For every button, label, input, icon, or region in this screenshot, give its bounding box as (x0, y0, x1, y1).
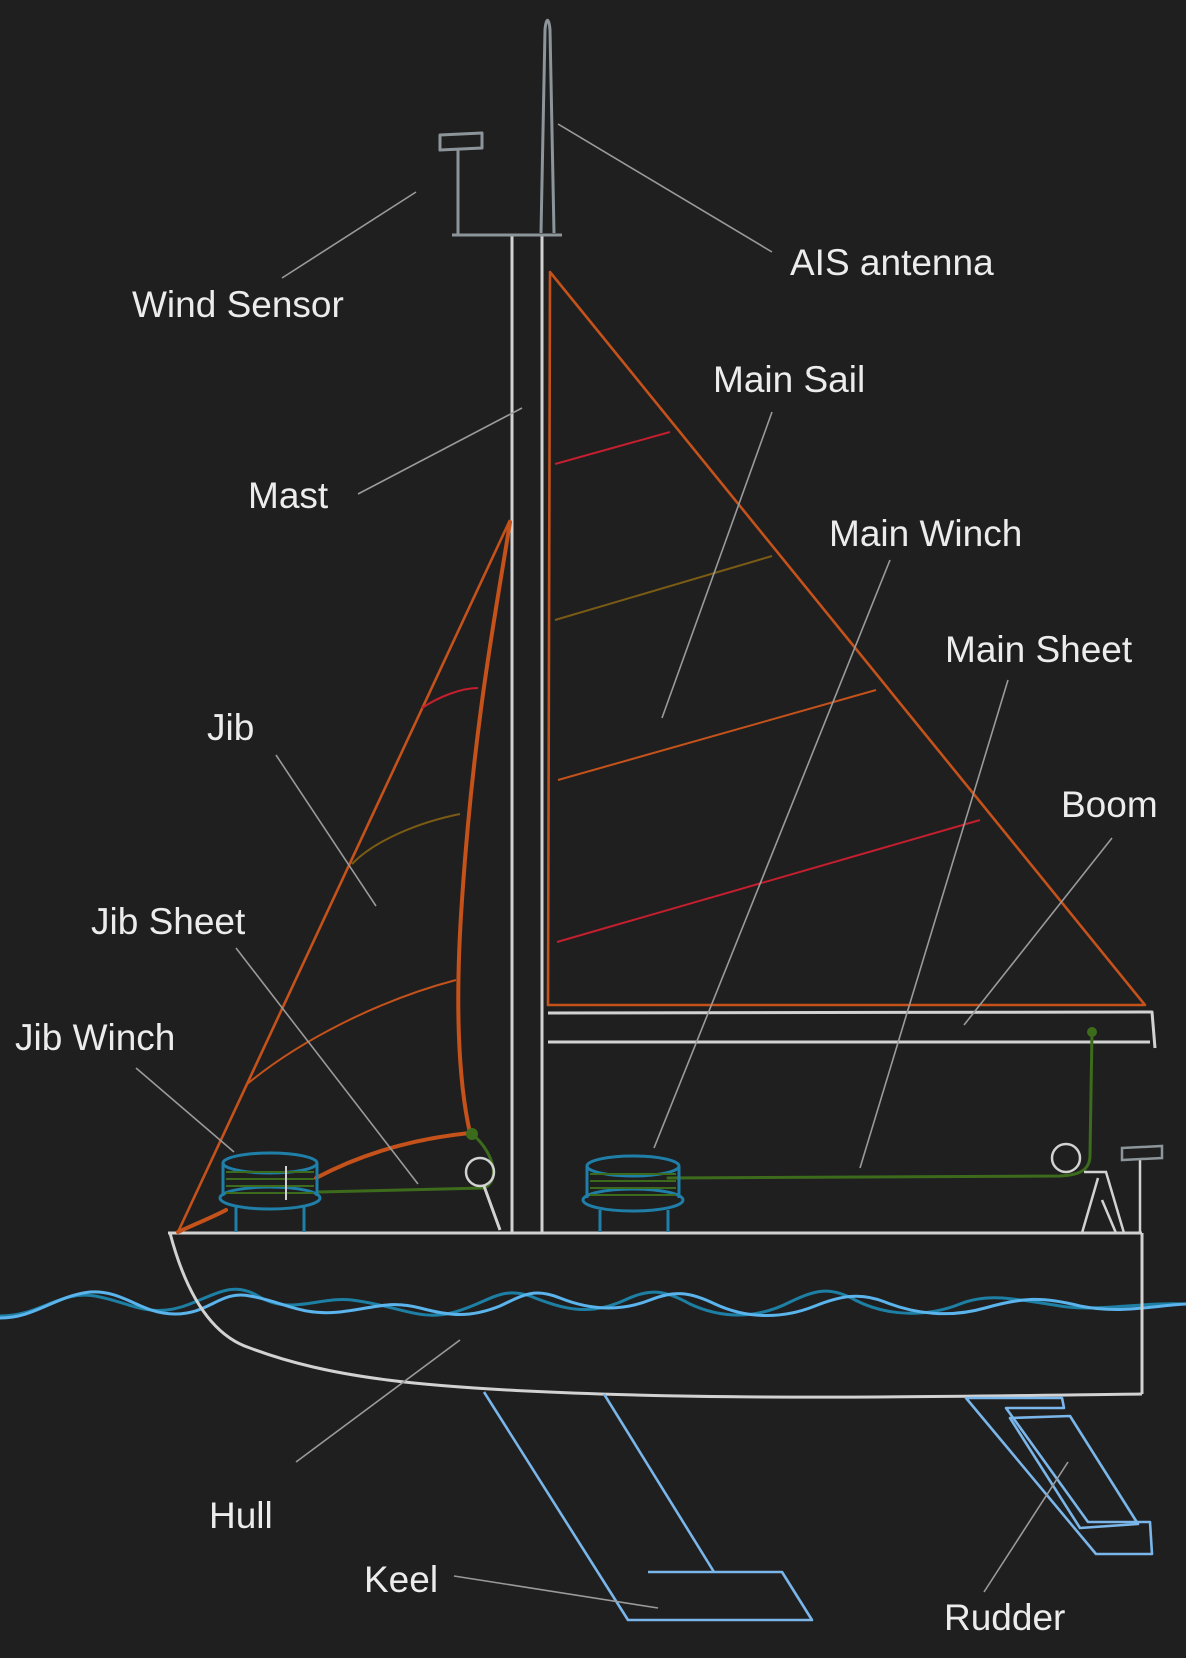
mast-shape (510, 235, 544, 1233)
jib-shape (176, 519, 512, 1233)
label-jib: Jib (207, 707, 254, 748)
masthead (438, 18, 562, 237)
label-keel: Keel (364, 1559, 438, 1600)
label-jib-winch: Jib Winch (15, 1017, 175, 1058)
label-main-sail: Main Sail (713, 359, 865, 400)
label-main-sheet: Main Sheet (945, 629, 1133, 670)
leader-boom (963, 837, 1113, 1026)
keel-shape (482, 1391, 814, 1622)
boom-shape (547, 1010, 1157, 1049)
leader-rudder (983, 1461, 1069, 1593)
main-winch-shape (581, 1154, 685, 1232)
leader-jib (275, 754, 377, 907)
leader-lines (135, 123, 1113, 1609)
leader-keel (453, 1575, 659, 1609)
leader-jib-sheet (235, 947, 419, 1185)
label-rudder: Rudder (944, 1597, 1065, 1638)
label-mast: Mast (248, 475, 329, 516)
control-lines (316, 1027, 1097, 1194)
leader-hull (295, 1339, 461, 1463)
water-waves (0, 1287, 1186, 1320)
blocks (464, 1142, 1164, 1234)
leader-mast (357, 407, 523, 495)
main-sail-shape (546, 270, 1147, 1007)
label-hull: Hull (209, 1495, 273, 1536)
leader-wind-sensor (281, 191, 417, 279)
label-ais-antenna: AIS antenna (790, 242, 994, 283)
leader-ais-antenna (557, 123, 773, 253)
label-wind-sensor: Wind Sensor (132, 284, 344, 325)
label-boom: Boom (1061, 784, 1158, 825)
label-jib-sheet: Jib Sheet (91, 901, 246, 942)
rudder-shape (964, 1396, 1154, 1556)
label-main-winch: Main Winch (829, 513, 1022, 554)
leader-main-sheet (859, 679, 1009, 1169)
hull-shape (168, 1231, 1144, 1399)
leader-jib-winch (135, 1067, 235, 1153)
leader-main-winch (653, 559, 891, 1149)
jib-winch-shape (218, 1151, 322, 1232)
leader-main-sail (661, 411, 773, 719)
